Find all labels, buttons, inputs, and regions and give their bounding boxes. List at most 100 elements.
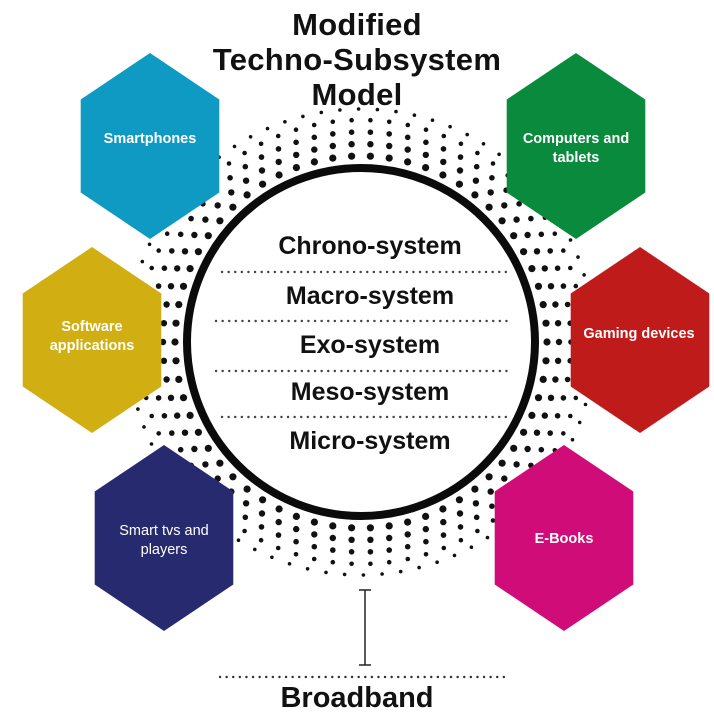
halo-dot (169, 430, 175, 436)
halo-dot (293, 151, 300, 159)
halo-dot (561, 431, 566, 436)
halo-dot (554, 265, 561, 272)
halo-dot (560, 283, 567, 289)
halo-dot (160, 320, 168, 327)
halo-dot (568, 413, 573, 419)
halo-dot (305, 567, 310, 571)
halo-dot (385, 522, 393, 530)
halo-dot (293, 525, 300, 533)
halo-dot (179, 394, 188, 402)
halo-dot (422, 525, 429, 533)
halo-dot (404, 531, 411, 538)
halo-dot (404, 518, 412, 526)
hexagon-gaming-devices (570, 247, 710, 433)
halo-dot (242, 163, 249, 170)
halo-dot (348, 536, 355, 543)
halo-dot (202, 461, 209, 468)
halo-dot (161, 265, 168, 272)
halo-dot (214, 202, 221, 209)
halo-dot (560, 395, 567, 401)
halo-dot (142, 425, 146, 429)
halo-dot (516, 201, 522, 207)
halo-dot (147, 242, 152, 247)
halo-dot (489, 503, 495, 510)
halo-dot (275, 158, 282, 166)
halo-dot (524, 231, 531, 239)
halo-dot (465, 132, 470, 137)
halo-dot (375, 107, 380, 112)
halo-dot (469, 545, 474, 549)
halo-dot (330, 559, 336, 565)
halo-dot (155, 283, 162, 289)
halo-dot (292, 164, 300, 172)
layer-exo-system: Exo-system (299, 331, 441, 359)
halo-dot (177, 446, 184, 453)
halo-dot (292, 512, 300, 521)
halo-dot (367, 549, 374, 555)
halo-dot (311, 543, 318, 550)
halo-dot (311, 531, 318, 538)
halo-dot (329, 154, 337, 162)
halo-dot (368, 117, 373, 123)
halo-dot (487, 189, 494, 196)
halo-dot (258, 141, 264, 147)
halo-dot (311, 134, 318, 141)
halo-dot (348, 152, 356, 160)
halo-dot (457, 154, 464, 160)
halo-dot (228, 189, 235, 196)
halo-dot (140, 259, 145, 264)
halo-dot (423, 538, 429, 545)
halo-dot (561, 248, 566, 253)
halo-dot (471, 485, 479, 493)
halo-dot (194, 248, 202, 256)
halo-dot (543, 338, 551, 346)
halo-dot (458, 141, 464, 147)
halo-dot (547, 430, 553, 436)
halo-dot (329, 534, 336, 542)
halo-dot (348, 129, 355, 135)
halo-dot (232, 144, 237, 149)
halo-dot (311, 556, 317, 562)
halo-dot (554, 357, 562, 364)
halo-dot (542, 319, 550, 327)
halo-dot (441, 545, 447, 551)
halo-dot (149, 265, 154, 271)
halo-dot (533, 429, 541, 436)
halo-dot (440, 146, 447, 152)
halo-dot (275, 545, 281, 551)
halo-dot (348, 549, 355, 555)
halo-dot (202, 216, 209, 223)
halo-dot (510, 444, 518, 452)
halo-dot (386, 547, 393, 553)
halo-dot (380, 572, 384, 576)
halo-dot (404, 158, 412, 166)
halo-dot (490, 518, 496, 523)
halo-dot (435, 560, 439, 564)
central-disc (187, 168, 535, 516)
halo-dot (440, 532, 447, 538)
halo-dot (311, 122, 317, 128)
halo-dot (422, 512, 430, 521)
halo-dot (226, 161, 232, 166)
halo-dot (386, 131, 393, 137)
halo-dot (283, 120, 287, 124)
halo-dot (181, 429, 189, 436)
halo-dot (498, 459, 506, 467)
halo-dot (167, 394, 175, 401)
halo-dot (485, 535, 490, 540)
halo-dot (538, 446, 545, 453)
halo-dot (487, 488, 494, 495)
halo-dot (501, 475, 508, 482)
halo-dot (570, 437, 575, 442)
halo-dot (404, 543, 411, 550)
halo-dot (497, 152, 501, 157)
halo-dot (568, 238, 573, 242)
device-label-computers-tablets: Computers and tablets (522, 131, 630, 166)
halo-dot (191, 231, 198, 239)
halo-dot (458, 537, 464, 543)
halo-dot (541, 412, 548, 419)
halo-dot (564, 301, 571, 308)
halo-dot (301, 114, 305, 119)
halo-dot (330, 119, 336, 125)
halo-dot (412, 113, 417, 117)
